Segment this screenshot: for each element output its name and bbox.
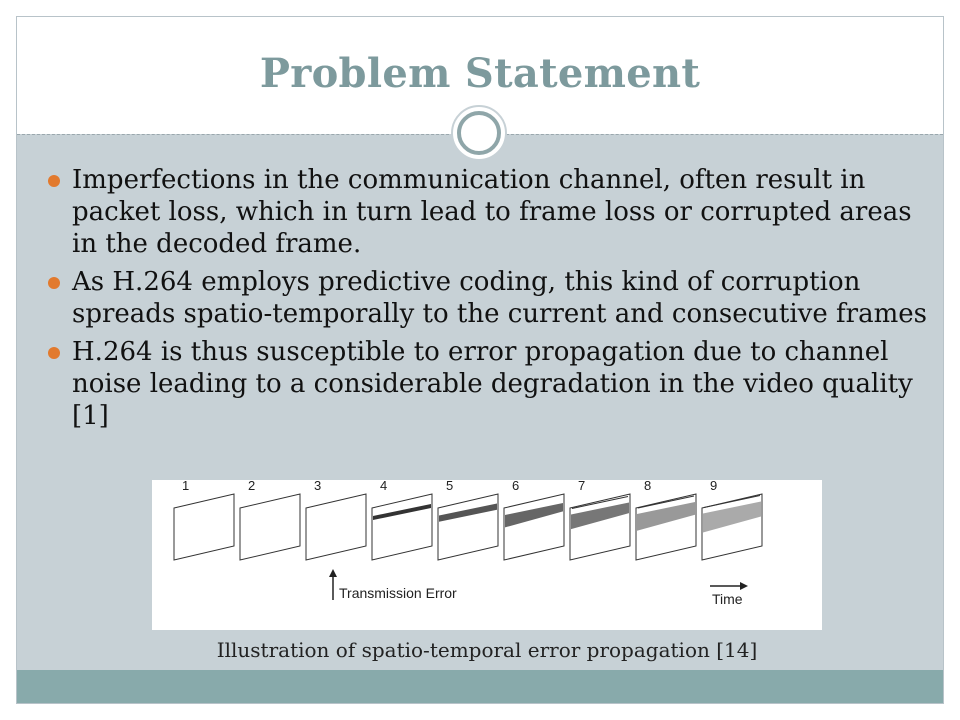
figure-diagram: 1 2 3 4 5 6 7 8 9 Transmission Error Time [173, 478, 763, 607]
frame-1: 1 [173, 478, 235, 561]
slide-title: Problem Statement [259, 50, 701, 97]
bullet-text: As H.264 employs predictive coding, this… [72, 267, 927, 329]
frame-shape [371, 493, 433, 561]
error-band [439, 503, 497, 522]
bullet-dot-icon [48, 277, 60, 289]
frame-number-label: 8 [644, 480, 651, 493]
bullet-text: H.264 is thus susceptible to error propa… [72, 337, 913, 431]
frame-9: 9 [701, 478, 763, 561]
bullet-dot-icon [48, 347, 60, 359]
error-line [637, 495, 695, 509]
frame-shape [239, 493, 301, 561]
footer-bar [17, 670, 943, 703]
bullet-item: As H.264 employs predictive coding, this… [40, 266, 930, 330]
transmission-arrow-head-icon [329, 569, 337, 577]
frame-3: 3 [305, 478, 367, 561]
error-band [571, 502, 629, 530]
frame-7: 7 [569, 478, 631, 561]
frame-shape [437, 493, 499, 561]
frame-5: 5 [437, 478, 499, 561]
frame-shape [173, 493, 235, 561]
frame-2: 2 [239, 478, 301, 561]
bullet-item: H.264 is thus susceptible to error propa… [40, 336, 930, 432]
figure-caption: Illustration of spatio-temporal error pr… [216, 638, 758, 662]
frame-number-label: 3 [314, 480, 321, 493]
error-propagation-figure: 1 2 3 4 5 6 7 8 9 Transmission Error Time [152, 478, 822, 630]
error-line [703, 495, 761, 508]
error-band [505, 503, 563, 528]
frame-number-label: 2 [248, 480, 255, 493]
bullet-list: Imperfections in the communication chann… [40, 164, 930, 438]
transmission-error-label: Transmission Error [339, 585, 457, 601]
error-line [571, 496, 629, 509]
frame-number-label: 9 [710, 480, 717, 493]
bullet-dot-icon [48, 175, 60, 187]
frame-number-label: 4 [380, 480, 387, 493]
error-band [373, 504, 431, 520]
frame-shape [305, 493, 367, 561]
frame-sequence: 1 2 3 4 5 6 7 8 9 [173, 478, 763, 561]
frame-number-label: 7 [578, 480, 585, 493]
error-band [637, 502, 695, 531]
decorative-circle-icon [451, 105, 507, 161]
frame-8: 8 [635, 478, 697, 561]
time-label: Time [712, 591, 743, 607]
bullet-text: Imperfections in the communication chann… [72, 165, 912, 259]
frame-shape [503, 493, 565, 561]
frame-shape [569, 493, 631, 561]
time-arrow-head-icon [740, 582, 748, 590]
frame-4: 4 [371, 478, 433, 561]
frame-number-label: 5 [446, 480, 453, 493]
bullet-item: Imperfections in the communication chann… [40, 164, 930, 260]
frame-number-label: 1 [182, 480, 189, 493]
frame-number-label: 6 [512, 480, 519, 493]
error-band [703, 501, 761, 533]
frame-6: 6 [503, 478, 565, 561]
